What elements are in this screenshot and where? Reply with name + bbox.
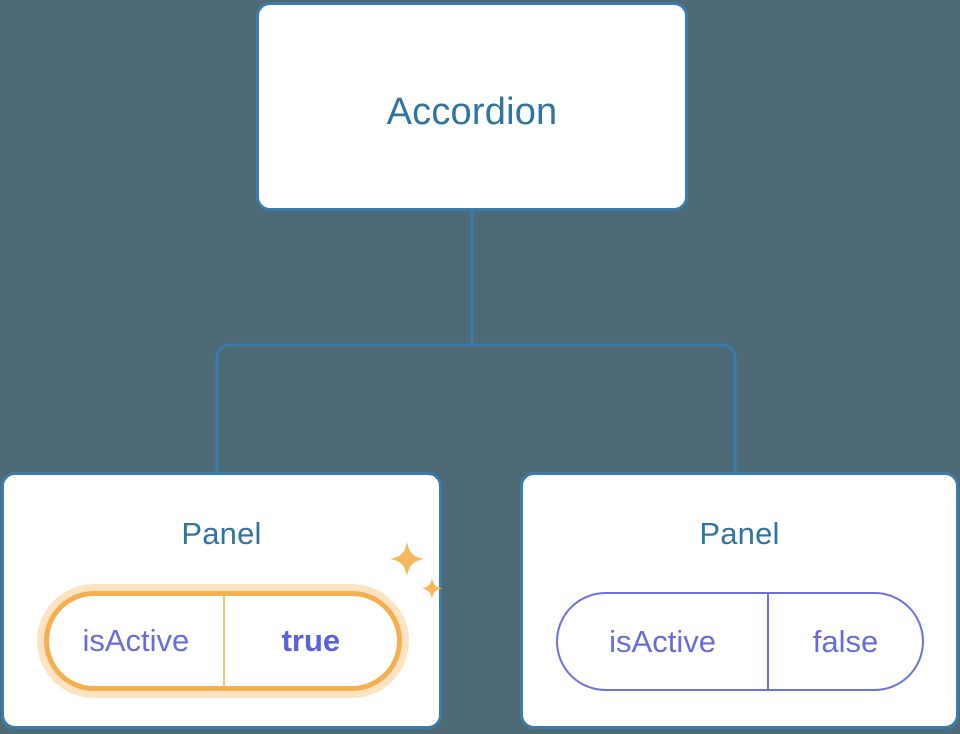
prop-pill-isactive-true[interactable]: isActive true: [44, 591, 402, 691]
prop-key: isActive: [558, 594, 770, 689]
prop-key: isActive: [49, 596, 225, 686]
prop-pill-isactive-false[interactable]: isActive false: [556, 592, 924, 691]
prop-value: true: [281, 623, 341, 658]
edge-branch-bus: [215, 343, 737, 472]
node-accordion-label: Accordion: [386, 91, 558, 133]
prop-value: false: [812, 623, 879, 659]
node-panel-inactive-label: Panel: [699, 516, 780, 551]
node-accordion[interactable]: Accordion: [256, 2, 688, 211]
node-panel-active-label: Panel: [181, 516, 262, 551]
